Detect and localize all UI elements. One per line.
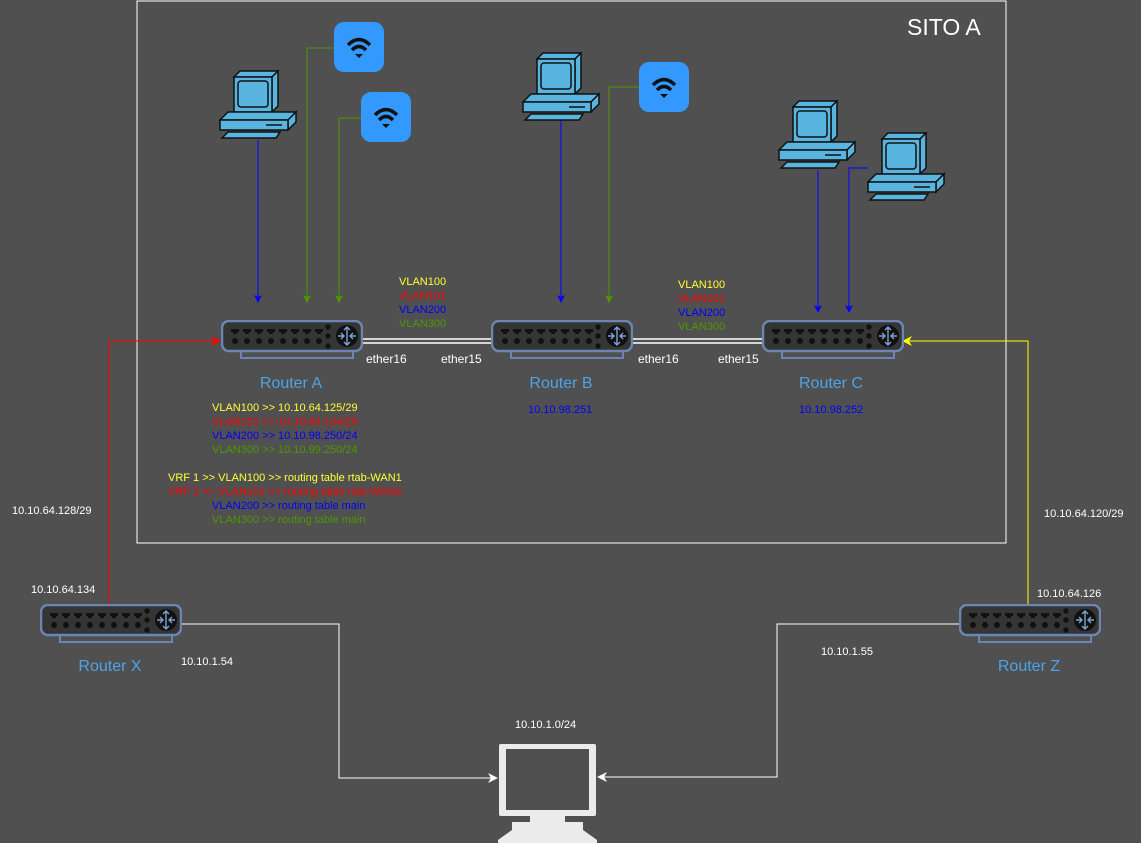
router-x-lan-ip: 10.10.1.54	[181, 656, 233, 668]
router-a-vrf-list: VRF 1 >> VLAN100 >> routing table rtab-W…	[168, 471, 402, 527]
router-a-vlan-list: VLAN100 >> 10.10.64.125/29 VLAN101 >> 10…	[212, 401, 358, 457]
router-z-label: Router Z	[997, 658, 1061, 675]
vrf-entry: VLAN300 >> routing table main	[212, 514, 366, 526]
link-wifi-b	[605, 86, 639, 303]
desktop-pc-icon	[218, 69, 298, 139]
vlan-label: VLAN101	[399, 290, 447, 302]
router-c-ip: 10.10.98.252	[799, 404, 864, 416]
vlan-label: VLAN200	[678, 307, 726, 319]
vlan-ip: VLAN300 >> 10.10.99.250/24	[212, 444, 358, 456]
link-x-net	[180, 623, 498, 783]
wifi-icon	[651, 77, 677, 98]
vlan-label: VLAN100	[678, 279, 726, 291]
router-icon	[958, 603, 1102, 643]
link-z-net	[597, 623, 959, 782]
wifi-ap-3[interactable]	[639, 62, 689, 112]
trunk-bc-vlans: VLAN100 VLAN101 VLAN200 VLAN300	[678, 278, 725, 334]
link-x-a	[108, 336, 221, 604]
vlan-label: VLAN101	[678, 293, 726, 305]
desktop-pc-icon	[866, 131, 946, 201]
router-b[interactable]	[490, 319, 634, 367]
router-c[interactable]	[761, 319, 905, 367]
router-a[interactable]	[220, 319, 364, 367]
router-z[interactable]	[958, 603, 1102, 651]
vrf-entry: VRF 1 >> VLAN100 >> routing table rtab-W…	[168, 472, 402, 484]
router-icon	[39, 603, 183, 643]
desktop-pc-icon	[777, 99, 857, 169]
router-icon	[490, 319, 634, 359]
internet-monitor-icon	[498, 744, 597, 843]
router-x-label: Router X	[78, 658, 142, 675]
router-icon	[761, 319, 905, 359]
trunk-ab-vlans: VLAN100 VLAN101 VLAN200 VLAN300	[399, 275, 446, 331]
port-c-ether15: ether15	[718, 352, 759, 366]
router-x[interactable]	[39, 603, 183, 651]
link-wifi2-a	[335, 117, 361, 303]
port-a-ether16: ether16	[366, 352, 407, 366]
wifi-ap-1[interactable]	[334, 22, 384, 72]
router-b-label: Router B	[529, 375, 593, 392]
vlan-label: VLAN200	[399, 304, 447, 316]
wifi-icon	[346, 37, 372, 58]
vrf-entry: VRF 2 >> VLAN101 >> routing table rtab-W…	[168, 486, 402, 498]
vlan-ip: VLAN101 >> 10.10.64.134/29	[212, 416, 358, 428]
port-b-ether16: ether16	[638, 352, 679, 366]
router-c-label: Router C	[798, 375, 864, 392]
site-boundary	[136, 0, 1007, 544]
router-b-ip: 10.10.98.251	[528, 404, 593, 416]
vlan-label: VLAN300	[678, 321, 726, 333]
subnet-x: 10.10.64.128/29	[12, 505, 92, 517]
wifi-ap-2[interactable]	[361, 92, 411, 142]
router-a-label: Router A	[259, 375, 323, 392]
vlan-label: VLAN300	[399, 318, 447, 330]
pc-a[interactable]	[218, 69, 298, 147]
router-z-wan-ip: 10.10.64.126	[1037, 588, 1102, 600]
link-z-c	[902, 336, 1029, 604]
router-z-lan-ip: 10.10.1.55	[821, 646, 873, 658]
wifi-icon	[373, 107, 399, 128]
vlan-ip: VLAN200 >> 10.10.98.250/24	[212, 430, 358, 442]
port-b-ether15: ether15	[441, 352, 482, 366]
router-x-wan-ip: 10.10.64.134	[31, 584, 96, 596]
link-pc2-c	[845, 167, 868, 313]
link-wifi1-a	[303, 47, 334, 303]
pc-b[interactable]	[521, 51, 601, 129]
vlan-label: VLAN100	[399, 276, 447, 288]
pc-c1[interactable]	[777, 99, 857, 177]
site-title: SITO A	[907, 14, 981, 40]
vlan-ip: VLAN100 >> 10.10.64.125/29	[212, 402, 358, 414]
router-icon	[220, 319, 364, 359]
subnet-z: 10.10.64.120/29	[1044, 508, 1124, 520]
internet-subnet: 10.10.1.0/24	[515, 719, 577, 731]
vrf-entry: VLAN200 >> routing table main	[212, 500, 366, 512]
desktop-pc-icon	[521, 51, 601, 121]
pc-c2[interactable]	[866, 131, 946, 209]
